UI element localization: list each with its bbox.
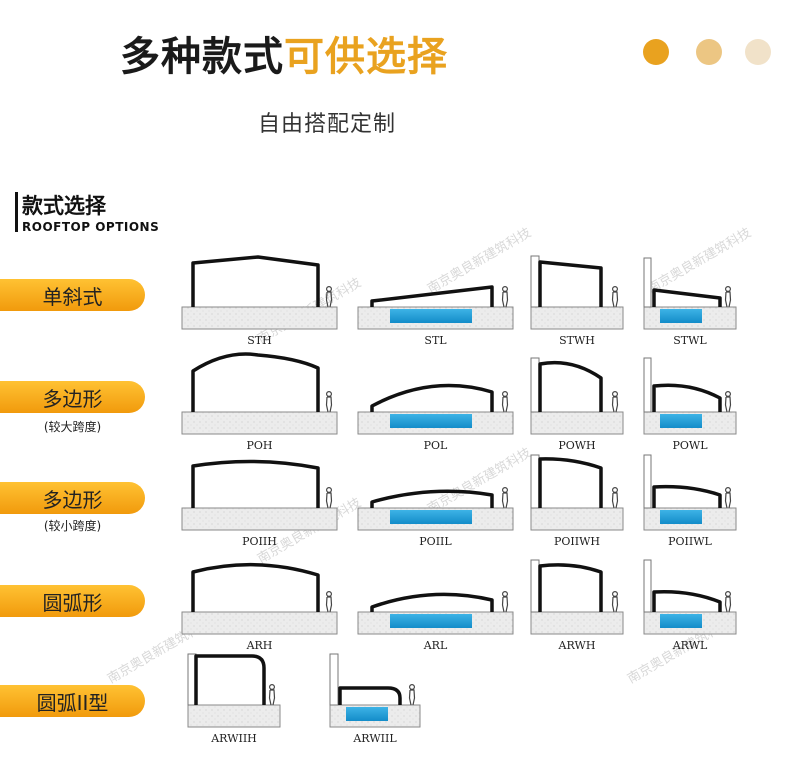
rooftop-diagram: ARH (181, 562, 338, 652)
category-label: 圆弧II型 (36, 690, 109, 715)
rooftop-diagram: POIIWH (530, 454, 624, 548)
page-title: 多种款式可供选择 (120, 24, 448, 82)
rooftop-diagram: STL (357, 285, 514, 347)
diagram-label: STWL (673, 334, 707, 347)
diagram-label: ARWH (558, 639, 596, 652)
rooftop-diagram: STWL (643, 257, 737, 347)
category-sublabel: (较小跨度) (43, 519, 102, 533)
rooftop-diagram: POIIL (357, 487, 514, 548)
diagram-label: POH (246, 439, 272, 452)
category-tag-arc: 圆弧形 (0, 585, 145, 617)
category-tag-arc-type-2: 圆弧II型 (0, 685, 145, 717)
diagram-label: POWL (672, 439, 708, 452)
category-sublabel: (较大跨度) (43, 420, 102, 434)
rooftop-diagram: ARWIIH (187, 653, 281, 745)
diagram-label: POWH (558, 439, 595, 452)
rooftop-diagram: POIIWL (643, 454, 737, 548)
diagram-label: STH (247, 334, 271, 347)
rooftop-diagram: POIIH (181, 459, 338, 548)
rooftop-diagram: POL (357, 383, 514, 452)
rooftop-diagram: POWL (643, 357, 737, 452)
diagram-label: STWH (559, 334, 595, 347)
page-title-orange: 可供选择 (284, 34, 448, 80)
rooftop-diagram: STWH (530, 255, 624, 347)
diagram-label: POIIL (419, 535, 452, 548)
diagram-label: POIIH (242, 535, 277, 548)
rooftop-diagram: ARWH (530, 559, 624, 652)
section-bar (15, 192, 18, 232)
rooftop-diagram: STH (181, 255, 338, 347)
category-tag-single-slope: 单斜式 (0, 279, 145, 311)
category-label: 圆弧形 (42, 590, 103, 615)
page-title-black: 多种款式 (120, 34, 284, 80)
decor-dot-2 (696, 39, 722, 65)
diagram-label: ARWIIL (352, 732, 397, 745)
diagram-label: POIIWH (554, 535, 600, 548)
category-label: 多边形 (42, 487, 103, 512)
diagram-label: ARH (246, 639, 273, 652)
decor-dot-3 (745, 39, 771, 65)
rooftop-diagram: ARL (357, 590, 514, 652)
diagram-label: ARWL (672, 639, 708, 652)
page-subtitle: 自由搭配定制 (258, 112, 397, 137)
rooftop-diagram: ARWL (643, 559, 737, 652)
rooftop-diagram: POWH (530, 357, 624, 452)
diagram-label: POIIWL (668, 535, 712, 548)
decor-dot-1 (643, 39, 669, 65)
category-tag-polygon-small: 多边形 (0, 482, 145, 514)
category-tag-polygon-large: 多边形 (0, 381, 145, 413)
category-label: 单斜式 (42, 284, 103, 309)
diagram-label: ARL (423, 639, 448, 652)
section-title: 款式选择 (22, 194, 106, 218)
rooftop-diagram: ARWIIL (329, 653, 421, 745)
diagram-label: POL (424, 439, 448, 452)
diagram-label: ARWIIH (210, 732, 257, 745)
section-subtitle: ROOFTOP OPTIONS (22, 220, 160, 234)
rooftop-diagram: POH (181, 352, 338, 452)
diagram-label: STL (424, 334, 447, 347)
category-label: 多边形 (42, 386, 103, 411)
